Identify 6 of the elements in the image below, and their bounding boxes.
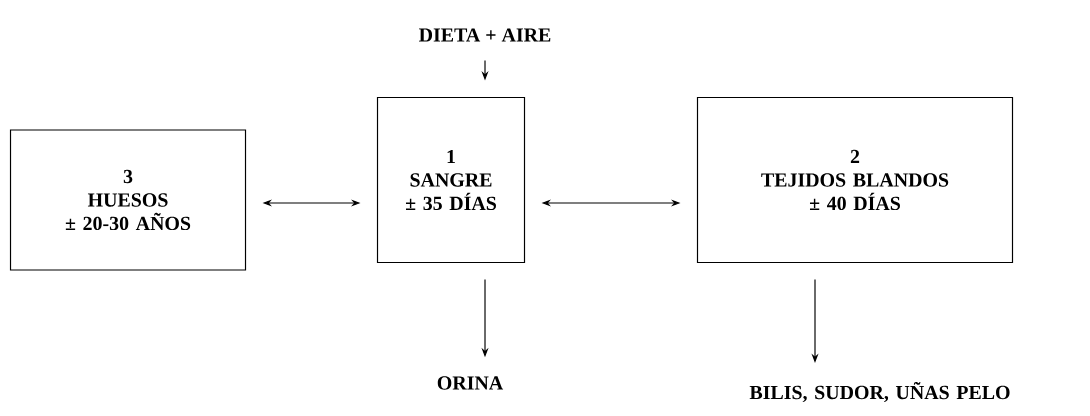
- label-text: BILIS, SUDOR, UÑAS PELO: [749, 381, 1010, 403]
- process-box: 1 SANGRE ± 35 DÍAS: [376, 96, 526, 264]
- label-text: ORINA: [437, 376, 504, 390]
- label-text: DIETA + AIRE: [419, 28, 551, 42]
- process-box: 2 TEJIDOS BLANDOS ± 40 DÍAS: [696, 96, 1014, 264]
- process-box: 3 HUESOS ± 20-30 AÑOS: [9, 129, 247, 271]
